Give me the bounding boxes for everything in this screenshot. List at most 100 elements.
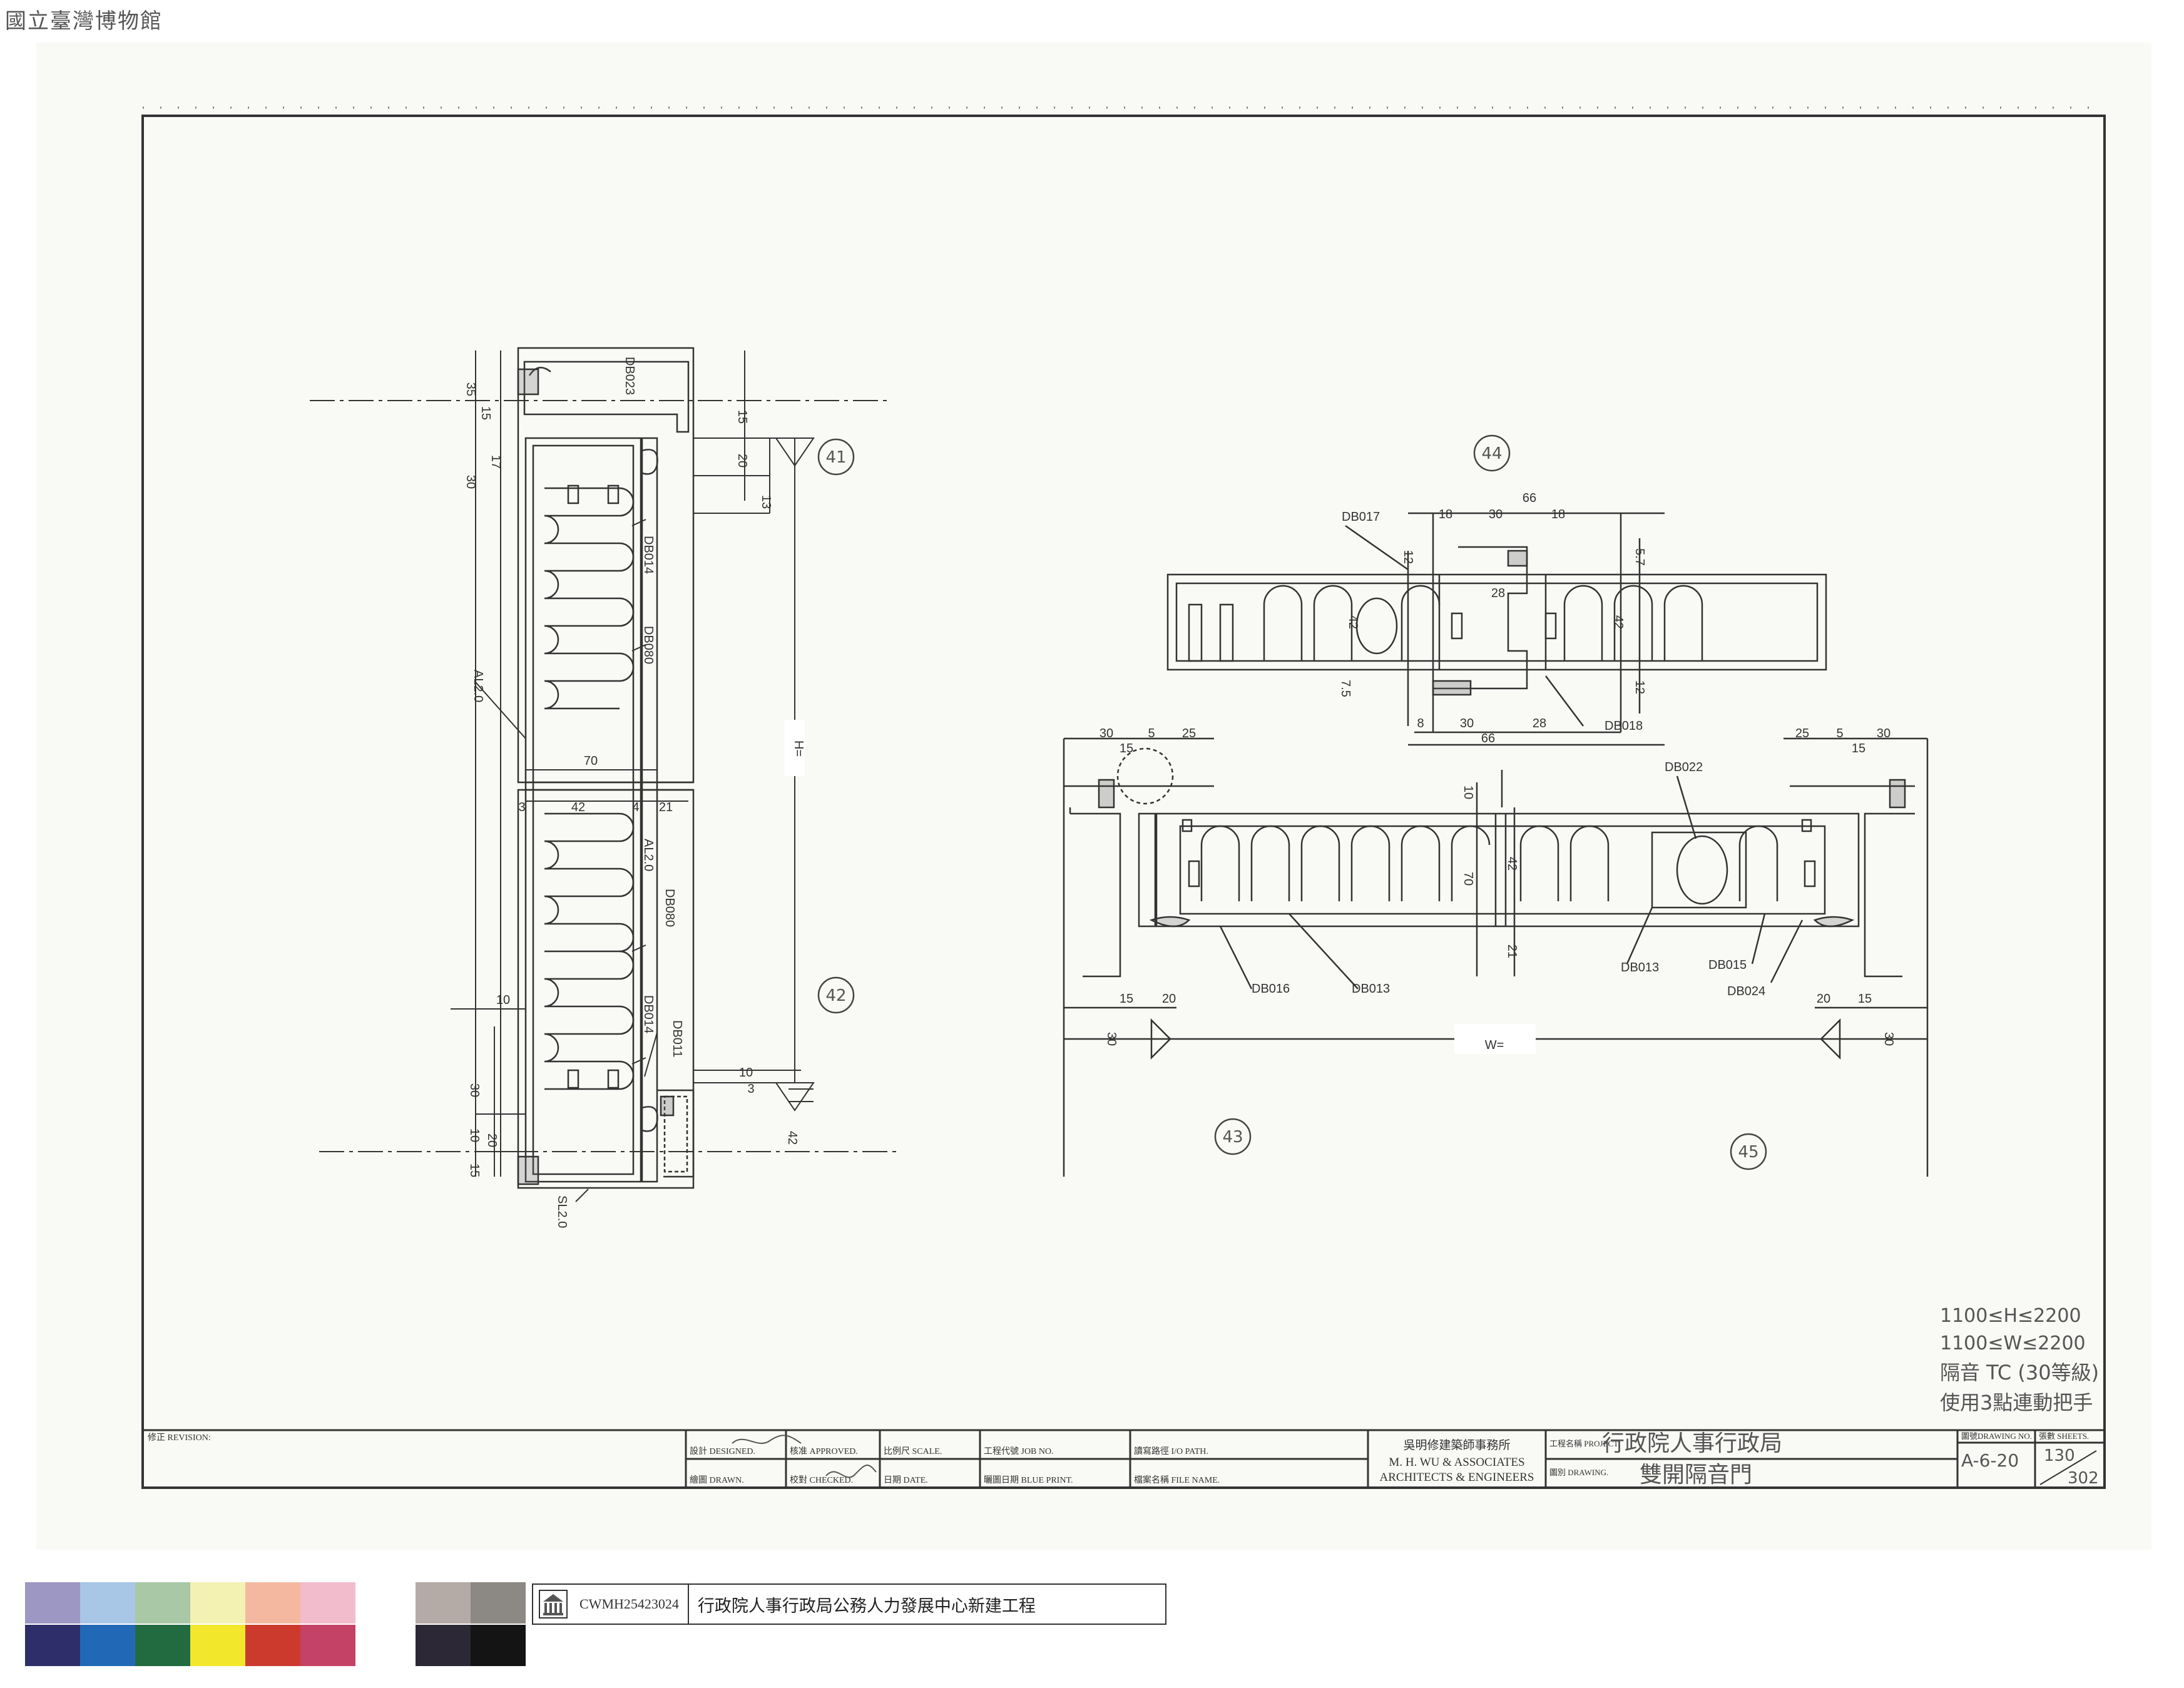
label-db011: DB011 [670, 1020, 684, 1058]
note-height-range: 1100≤H≤2200 [1940, 1305, 2081, 1327]
blue-print-label: 曬圖日期 BLUE PRINT. [984, 1475, 1073, 1485]
checked-label: 校對 CHECKED. [790, 1475, 853, 1485]
dim-m-12: 8 [1417, 717, 1424, 730]
dim-v-18: 10 [739, 1066, 753, 1080]
height-dimension: H= [785, 720, 805, 776]
marker-45-label: 45 [1738, 1143, 1758, 1162]
marker-44 [1473, 434, 1511, 472]
dim-p-6: 42 [1505, 857, 1519, 871]
dim-p-7: 70 [1461, 872, 1475, 886]
dim-v-14: 30 [467, 1083, 481, 1097]
width-dimension: W= [1454, 1024, 1536, 1054]
dim-p-8: 21 [1505, 944, 1519, 958]
label-db018: DB018 [1605, 719, 1643, 733]
drawn-label: 繪圖 DRAWN. [690, 1475, 744, 1485]
color-swatch [245, 1625, 300, 1666]
dim-m-9: 42 [1611, 615, 1625, 629]
label-db023: DB023 [623, 357, 636, 395]
marker-42 [817, 976, 855, 1014]
drawing-no-label: 圖號DRAWING NO. [1961, 1431, 2032, 1441]
color-swatch [300, 1582, 355, 1624]
vertical-section [517, 347, 695, 1189]
date-label: 日期 DATE. [884, 1475, 928, 1485]
museum-stamp: 國立臺灣博物館 [5, 9, 163, 34]
marker-44-label: 44 [1481, 444, 1502, 463]
label-db013: DB013 [1352, 982, 1390, 996]
dim-v-12: 21 [659, 801, 673, 814]
dim-v-13: 10 [496, 993, 510, 1007]
dim-v-2: 15 [479, 406, 492, 420]
dim-m-13: 30 [1460, 717, 1474, 730]
dim-p-13: 5 [1836, 727, 1843, 740]
dim-m-5: 12 [1401, 550, 1415, 564]
label-db017: DB017 [1342, 510, 1380, 524]
dim-v-19: 3 [747, 1082, 754, 1096]
dim-v-5: 15 [735, 410, 749, 424]
dim-p-12: 25 [1795, 727, 1809, 740]
color-swatch [135, 1582, 190, 1624]
handwritten-notes: 1100≤H≤2200 1100≤W≤2200 隔音 TC (30等級) 使用3… [1940, 1305, 2099, 1414]
dim-v-6: 20 [735, 454, 749, 468]
museum-logo-icon [536, 1587, 571, 1622]
plan-section [1063, 737, 1929, 1177]
dim-p-4: 15 [1120, 742, 1133, 755]
dim-p-17: 15 [1858, 992, 1872, 1006]
color-calibration-bar [25, 1582, 529, 1667]
dim-m-14: 28 [1533, 717, 1546, 730]
color-swatch [190, 1582, 245, 1624]
dim-m-2: 18 [1439, 508, 1452, 521]
signatures [732, 1435, 877, 1478]
file-name-label: 檔案名稱 FILE NAME. [1134, 1475, 1220, 1485]
label-db013-right: DB013 [1621, 961, 1659, 974]
dim-m-8: 42 [1346, 615, 1360, 629]
label-db014-lower: DB014 [641, 995, 655, 1033]
vertical-section-extension-lines [310, 350, 901, 1202]
dim-m-1: 66 [1523, 491, 1536, 505]
label-db080: DB080 [641, 626, 655, 664]
dim-p-14: 30 [1877, 727, 1891, 740]
marker-43-label: 43 [1222, 1128, 1243, 1147]
color-swatch [471, 1625, 526, 1666]
project-value: 行政院人事行政局 [1602, 1431, 1782, 1456]
vertical-section-dims: 35 15 17 30 15 20 13 70 3 42 4 21 10 30 … [464, 382, 799, 1177]
marker-43 [1214, 1118, 1252, 1155]
io-path-label: 讀寫路徑 I/O PATH. [1134, 1446, 1208, 1456]
dim-v-15: 10 [467, 1128, 481, 1142]
label-db022: DB022 [1665, 760, 1703, 774]
title-block-lines [143, 1429, 2105, 1488]
plan-section-labels: DB022 DB016 DB013 DB013 DB015 DB024 30 5… [1100, 727, 1896, 1046]
color-swatch [135, 1625, 190, 1666]
color-swatch [245, 1582, 300, 1624]
dim-p-18: 30 [1882, 1032, 1896, 1046]
label-al20: AL2.0 [471, 670, 485, 702]
sheet-total-value: 302 [2068, 1469, 2099, 1488]
label-db016: DB016 [1252, 982, 1290, 996]
color-swatch [80, 1625, 135, 1666]
dim-v-8: 70 [584, 754, 598, 768]
architectural-drawing: H= DB023 DB014 DB080 AL2.0 AL2.0 DB080 D… [141, 106, 2106, 1489]
note-handle: 使用3點連動把手 [1940, 1391, 2093, 1414]
color-swatch [355, 1582, 411, 1624]
color-swatch [80, 1582, 135, 1624]
dim-m-6: 28 [1491, 586, 1505, 600]
note-width-range: 1100≤W≤2200 [1940, 1332, 2086, 1354]
dim-v-4: 30 [464, 475, 477, 489]
vertical-section-labels: DB023 DB014 DB080 AL2.0 AL2.0 DB080 DB01… [471, 357, 684, 1228]
dim-p-15: 15 [1852, 742, 1865, 755]
marker-41 [817, 438, 855, 476]
marker-42-label: 42 [825, 986, 846, 1005]
dim-p-11: 30 [1105, 1032, 1118, 1046]
label-db080-lower: DB080 [663, 889, 676, 927]
marker-41-label: 41 [825, 448, 846, 467]
drawing-no-value: A-6-20 [1961, 1450, 2019, 1471]
dim-p-16: 20 [1817, 992, 1830, 1006]
firm-name-en-1: M. H. WU & ASSOCIATES [1389, 1456, 1524, 1469]
label-al20-lower: AL2.0 [641, 839, 655, 871]
color-swatch [300, 1625, 355, 1666]
dim-p-3: 25 [1182, 727, 1196, 740]
sheet-no-value: 130 [2044, 1446, 2075, 1465]
job-no-label: 工程代號 JOB NO. [984, 1446, 1054, 1456]
dim-p-10: 20 [1162, 992, 1176, 1006]
checker-signature [825, 1465, 877, 1478]
dim-m-10: 7.5 [1339, 680, 1352, 697]
